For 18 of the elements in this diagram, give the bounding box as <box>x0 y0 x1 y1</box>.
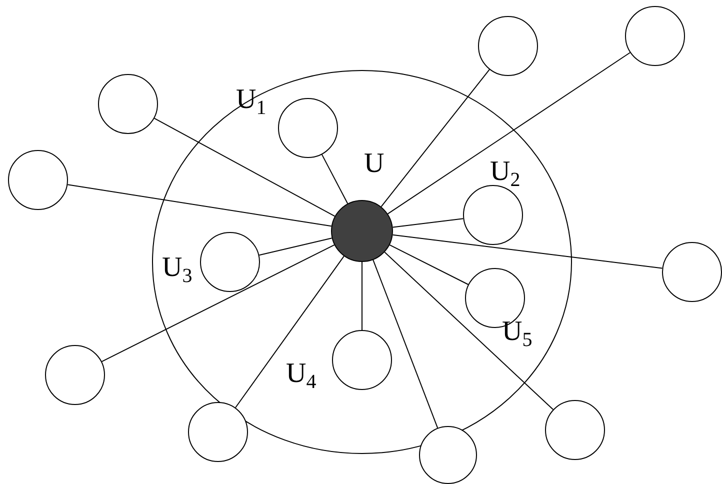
subset-label: U$_{2}$ <box>490 158 520 190</box>
connector-line <box>380 69 490 208</box>
connector-line <box>387 52 631 214</box>
subset-label: U$_{4}$ <box>286 360 316 392</box>
connector-line <box>67 184 332 227</box>
connector-line <box>384 252 554 410</box>
connector-line <box>258 238 332 256</box>
connector-line <box>234 256 344 408</box>
subset-label: U$_{3}$ <box>162 254 192 286</box>
connector-line <box>392 234 663 269</box>
set-label: U <box>364 150 384 178</box>
connector-line <box>372 259 438 428</box>
connector-line <box>154 118 336 217</box>
connector-line <box>389 244 469 285</box>
connector-line <box>101 244 335 362</box>
connector-line <box>392 218 464 228</box>
subset-label: U$_{5}$ <box>502 318 532 350</box>
connector-line <box>321 154 348 204</box>
